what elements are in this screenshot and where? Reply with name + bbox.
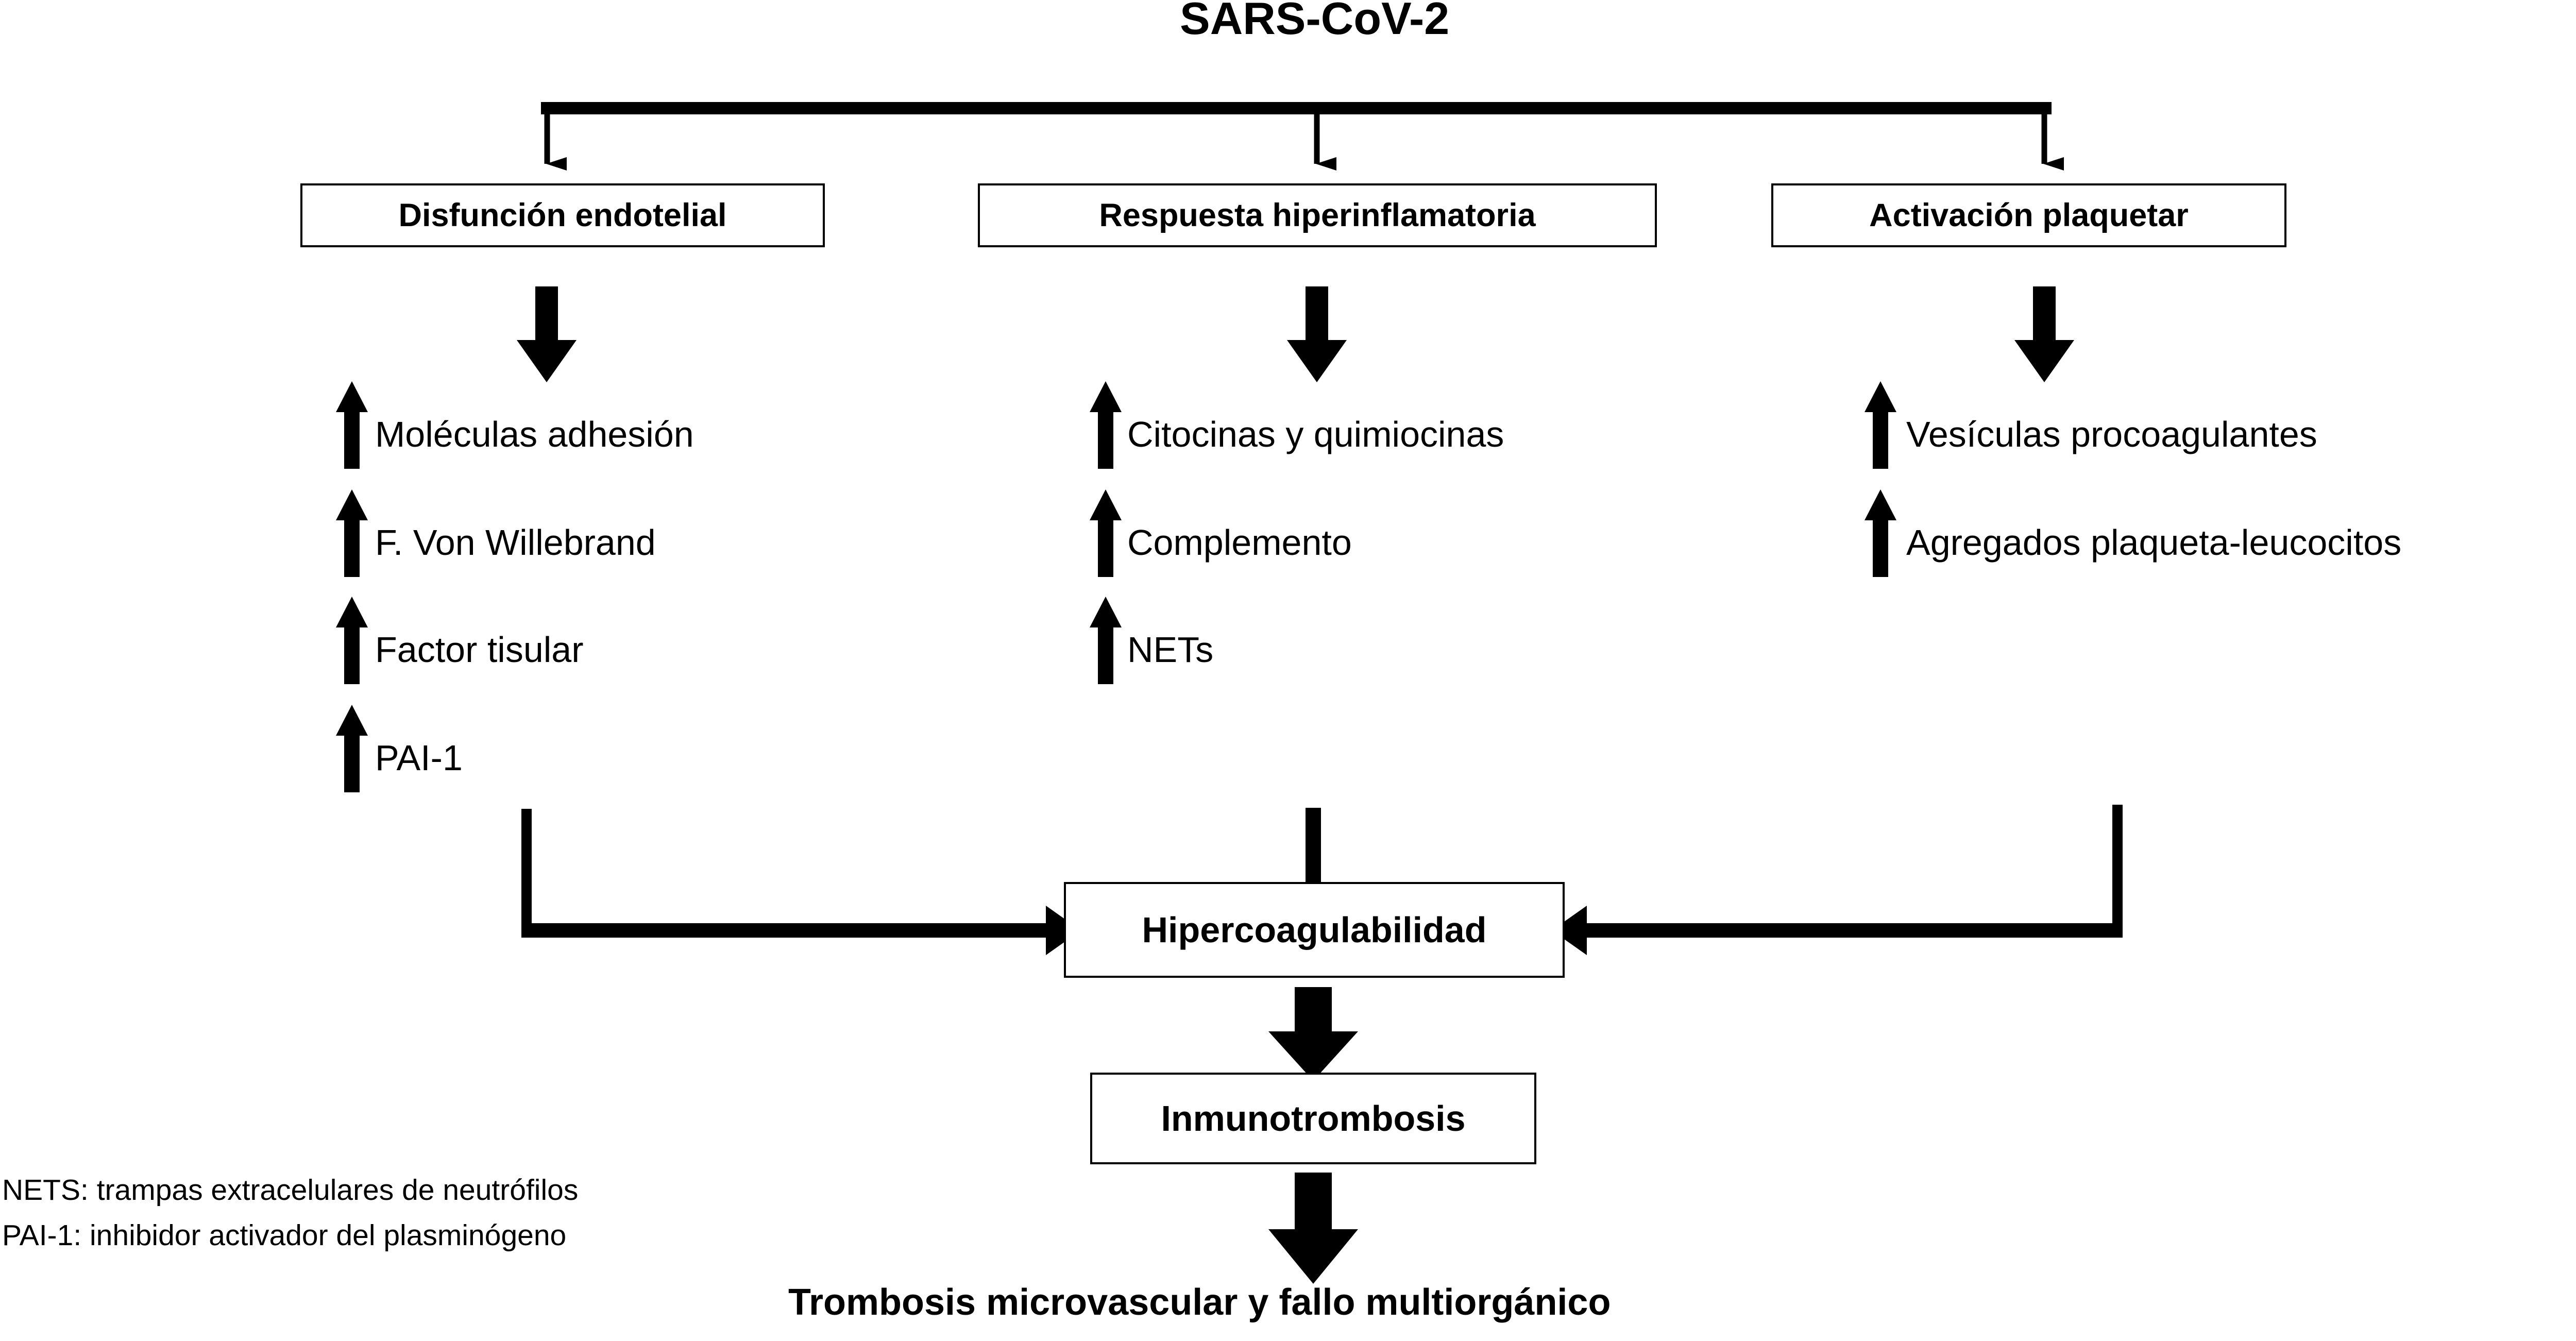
list-item: Complemento — [1127, 522, 1352, 563]
list-item: Citocinas y quimiocinas — [1127, 414, 1504, 454]
node-label: Hipercoagulabilidad — [1142, 910, 1487, 950]
list-item: NETs — [1127, 630, 1214, 670]
immuno-to-outcome-arrow — [1268, 1173, 1358, 1284]
pathway-box-label: Disfunción endotelial — [398, 197, 727, 233]
list-item: Factor tisular — [375, 630, 584, 670]
pathway-box-label: Activación plaquetar — [1869, 197, 2189, 233]
pathway-down-arrows — [517, 286, 2074, 382]
node-outcome: Trombosis microvascular y fallo multiorg… — [788, 1282, 1611, 1323]
up-arrow-icon — [1090, 381, 1122, 469]
pathway-box-endothelial-dysfunction[interactable]: Disfunción endotelial — [300, 183, 825, 247]
node-label: Inmunotrombosis — [1161, 1098, 1466, 1139]
left-convergence-arrow — [521, 809, 1081, 955]
down-arrow-icon — [2014, 286, 2074, 382]
up-arrow-icon — [336, 597, 368, 684]
legend-item-pai1: PAI-1: inhibidor activador del plasminóg… — [2, 1219, 567, 1252]
distribution-bus — [541, 102, 2064, 171]
up-arrow-icon — [336, 705, 368, 792]
pathway-box-hyperinflammatory-response[interactable]: Respuesta hiperinflamatoria — [978, 183, 1657, 247]
hyper-to-immuno-arrow — [1268, 987, 1358, 1081]
node-hipercoagulabilidad[interactable]: Hipercoagulabilidad — [1064, 882, 1565, 978]
up-arrow-icon — [1090, 489, 1122, 577]
down-arrow-icon — [517, 286, 577, 382]
up-arrow-icon — [336, 489, 368, 577]
list-item: F. Von Willebrand — [375, 522, 656, 563]
up-arrow-icon — [1865, 381, 1896, 469]
up-arrow-icon — [1865, 489, 1896, 577]
list-item: PAI-1 — [375, 738, 463, 778]
down-arrow-icon — [1287, 286, 1347, 382]
pathway-box-platelet-activation[interactable]: Activación plaquetar — [1771, 183, 2286, 247]
legend-item-nets: NETS: trampas extracelulares de neutrófi… — [2, 1174, 579, 1207]
up-arrow-icon — [336, 381, 368, 469]
node-inmunotrombosis[interactable]: Inmunotrombosis — [1090, 1073, 1536, 1164]
page-title: SARS-CoV-2 — [1180, 0, 1450, 44]
right-convergence-arrow — [1552, 805, 2123, 955]
list-item: Agregados plaqueta-leucocitos — [1906, 522, 2402, 563]
increase-arrows — [336, 381, 1896, 792]
up-arrow-icon — [1090, 597, 1122, 684]
list-item: Vesículas procoagulantes — [1906, 414, 2317, 454]
list-item: Moléculas adhesión — [375, 414, 694, 454]
pathway-box-label: Respuesta hiperinflamatoria — [1099, 197, 1536, 233]
